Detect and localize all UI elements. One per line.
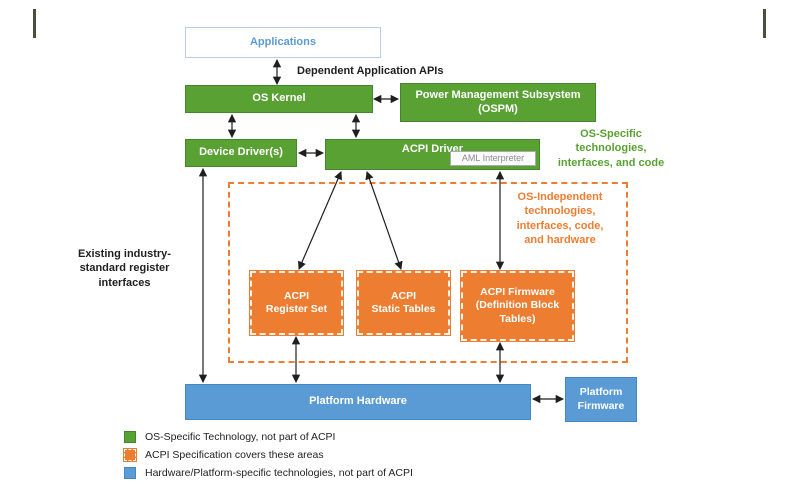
acpi-driver-box: ACPI Driver AML Interpreter [325, 139, 540, 170]
applications-box: Applications [185, 27, 381, 58]
legend: OS-Specific Technology, not part of ACPI… [124, 431, 413, 479]
legend-text-acpi-spec: ACPI Specification covers these areas [145, 449, 324, 461]
legend-text-hardware: Hardware/Platform-specific technologies,… [145, 467, 413, 479]
legend-item-hardware: Hardware/Platform-specific technologies,… [124, 467, 413, 479]
existing-interfaces-annotation: Existing industry- standard register int… [78, 248, 171, 289]
green-swatch-icon [124, 431, 136, 443]
dependent-apis-label: Dependent Application APIs [297, 65, 444, 77]
acpi-static-tables-box: ACPI Static Tables [357, 271, 450, 335]
applications-label: Applications [249, 35, 316, 48]
legend-item-os-specific: OS-Specific Technology, not part of ACPI [124, 431, 413, 443]
page-edge-mark-right [763, 9, 766, 38]
power-management-subsystem-label: Power Management Subsystem (OSPM) [415, 88, 581, 115]
acpi-firmware-label: ACPI Firmware (Definition Block Tables) [475, 286, 560, 325]
device-drivers-box: Device Driver(s) [185, 139, 297, 167]
os-kernel-label: OS Kernel [252, 92, 306, 105]
os-specific-annotation: OS-Specific technologies, interfaces, an… [557, 128, 665, 169]
orange-swatch-icon [124, 449, 136, 461]
acpi-static-tables-label: ACPI Static Tables [371, 289, 436, 315]
os-independent-annotation: OS-Independent technologies, interfaces,… [516, 191, 604, 246]
platform-firmware-label: Platform Firmware [577, 386, 625, 412]
device-drivers-label: Device Driver(s) [199, 146, 283, 159]
acpi-firmware-box: ACPI Firmware (Definition Block Tables) [461, 271, 574, 341]
acpi-register-set-label: ACPI Register Set [265, 289, 328, 315]
os-kernel-box: OS Kernel [185, 85, 373, 113]
legend-text-os-specific: OS-Specific Technology, not part of ACPI [145, 431, 336, 443]
legend-item-acpi-spec: ACPI Specification covers these areas [124, 449, 413, 461]
platform-firmware-box: Platform Firmware [565, 377, 637, 422]
aml-interpreter-box: AML Interpreter [450, 151, 536, 166]
platform-hardware-box: Platform Hardware [185, 384, 531, 420]
blue-swatch-icon [124, 467, 136, 479]
page-edge-mark-left [33, 9, 36, 38]
acpi-register-set-box: ACPI Register Set [250, 271, 343, 335]
power-management-subsystem-box: Power Management Subsystem (OSPM) [400, 83, 596, 122]
acpi-spec-dashed-region [228, 182, 628, 363]
platform-hardware-label: Platform Hardware [309, 395, 407, 408]
